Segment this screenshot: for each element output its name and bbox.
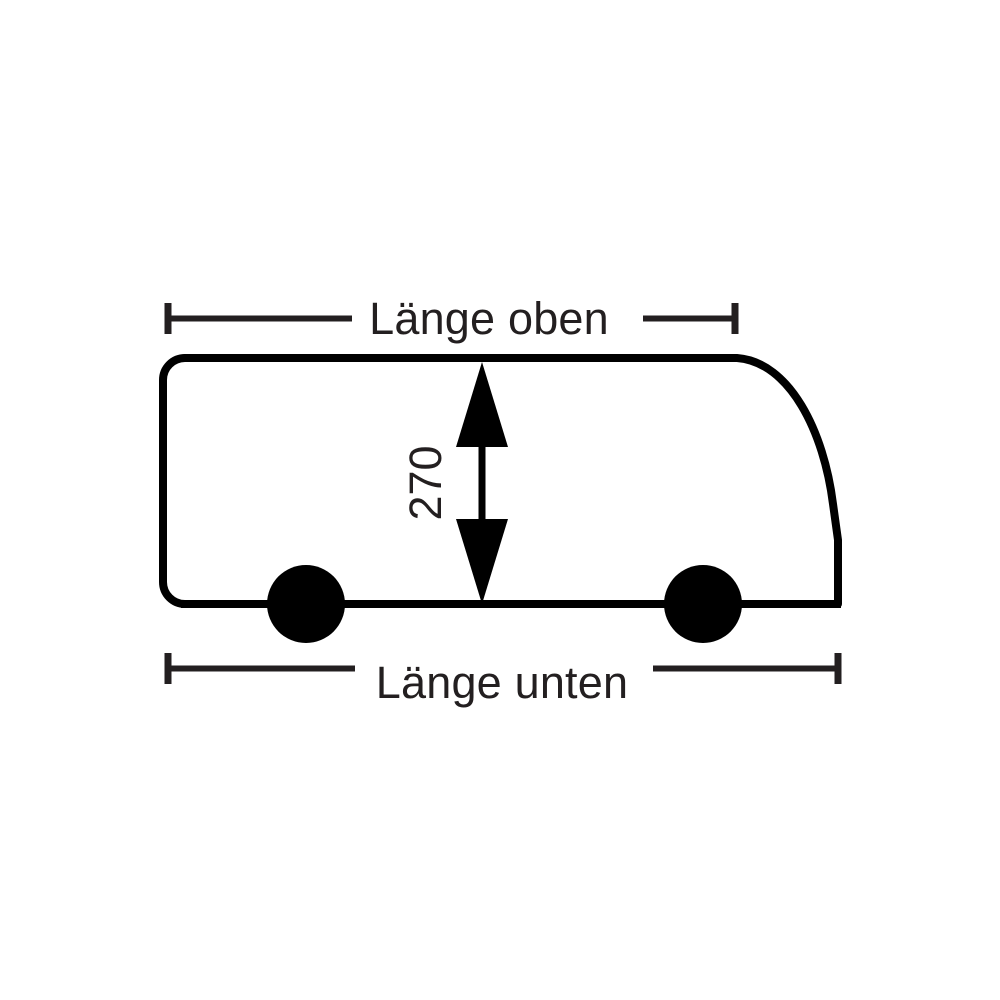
height-dimension: 270 [400,362,508,604]
body-upper-outline [181,354,842,608]
body-front-wall [159,354,189,608]
length-bottom-dimension: Länge unten [164,653,842,708]
length-top-label: Länge oben [369,293,609,344]
length-bottom-label: Länge unten [376,657,628,708]
height-arrow-head-up [456,362,508,447]
height-arrow-head-down [456,519,508,604]
front-wheel [267,565,345,643]
length-top-dimension: Länge oben [164,293,739,344]
rear-wheel [664,565,742,643]
height-label: 270 [400,445,451,520]
wheels [267,565,742,643]
